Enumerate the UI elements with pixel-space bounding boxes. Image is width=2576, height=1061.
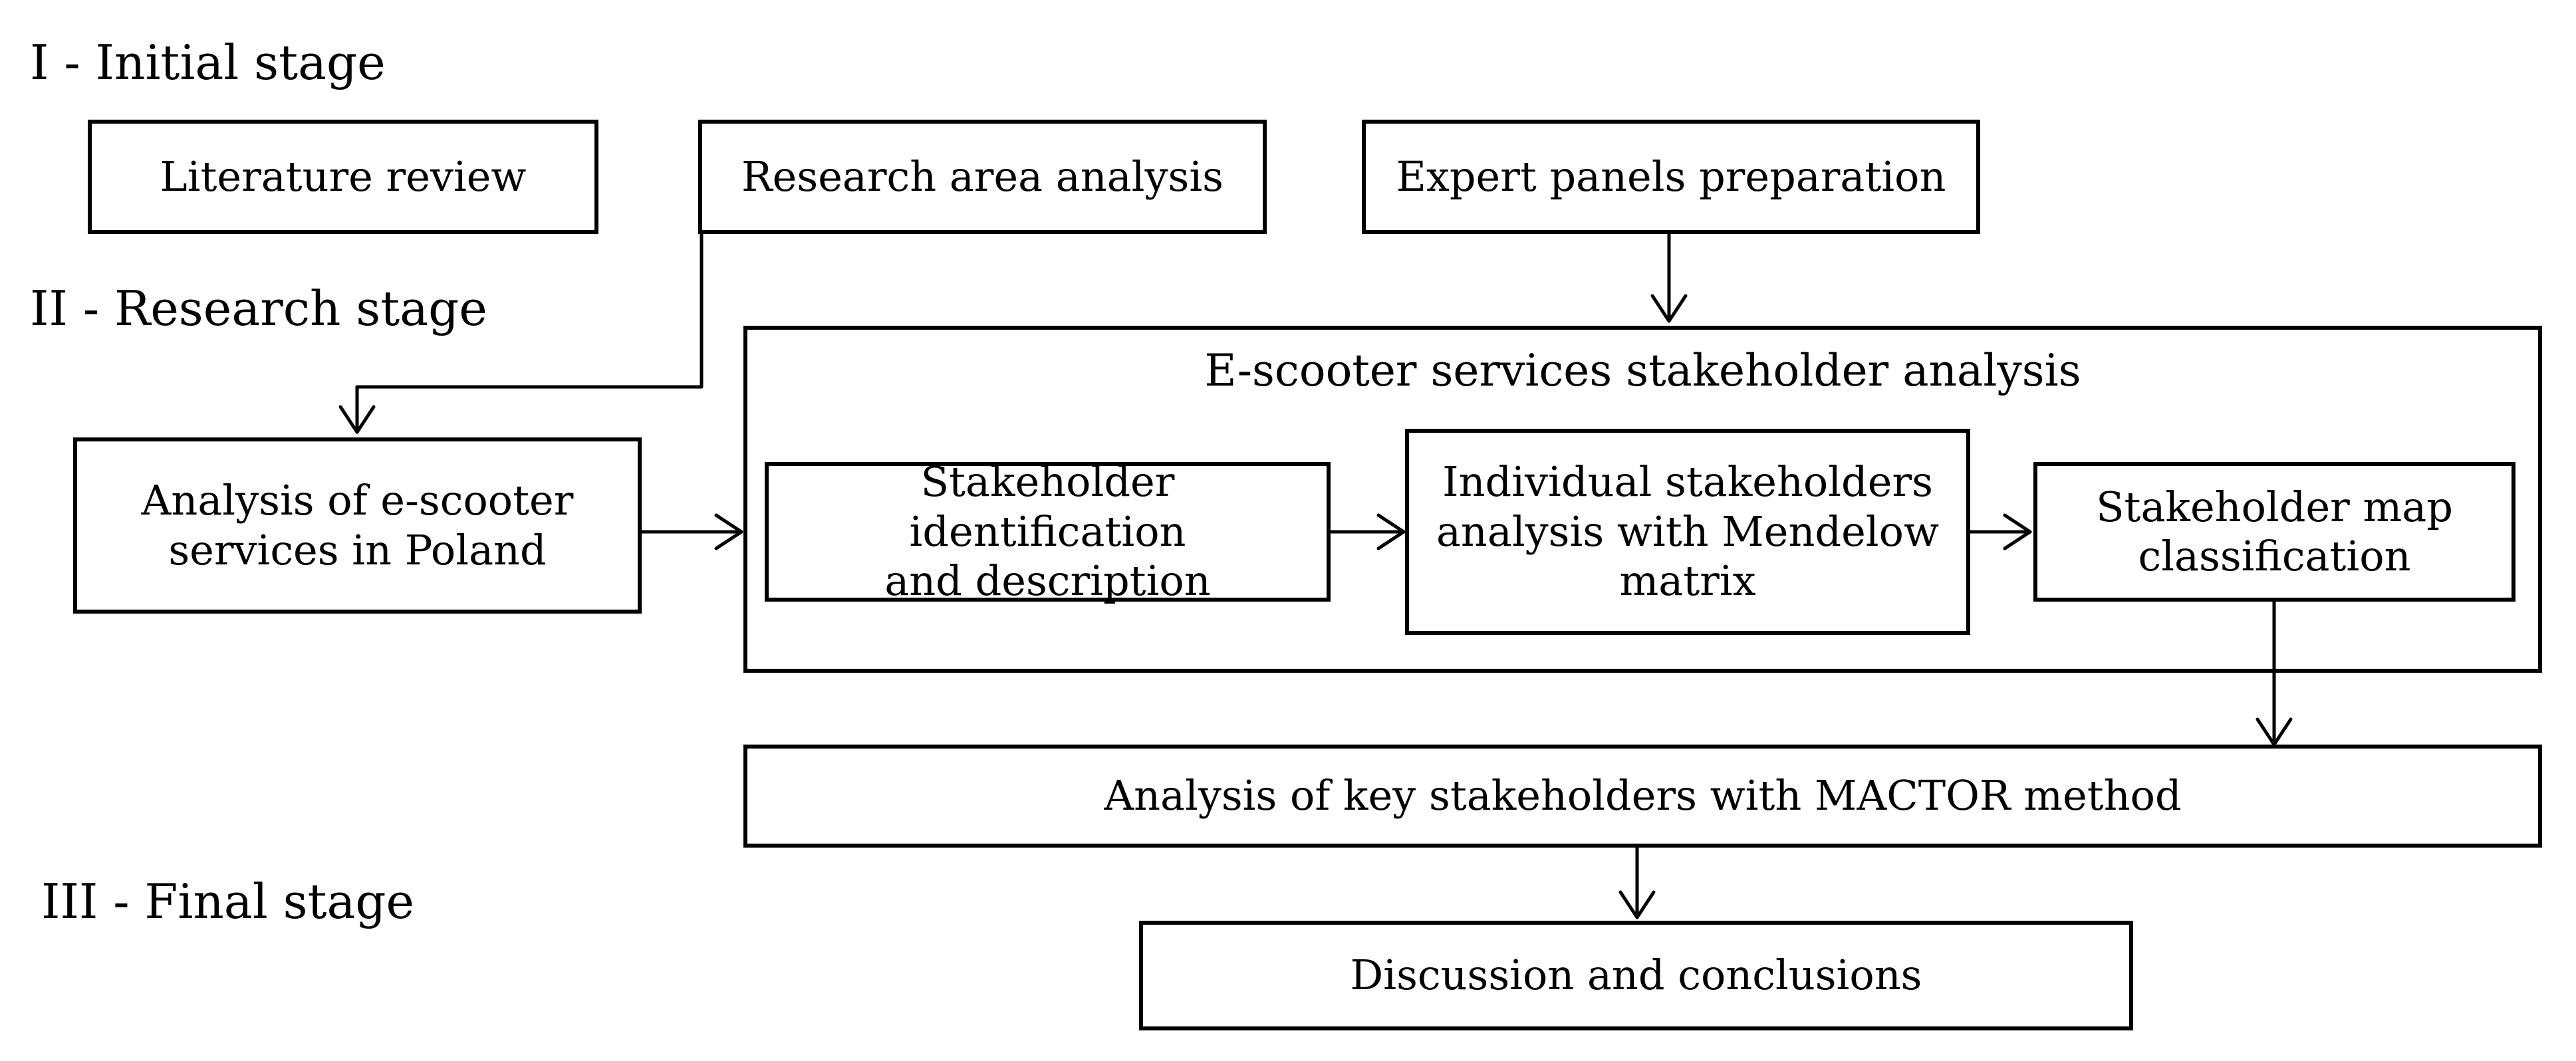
- stakeholder-map-label: Stakeholder map classification: [2096, 482, 2453, 580]
- arrowhead-individual-to-map: [2003, 513, 2032, 550]
- stage-label-initial: I - Initial stage: [30, 35, 386, 90]
- arrowhead-expert-panels-to-stakeholder-analysis: [1650, 294, 1688, 323]
- arrowhead-research-area-to-escooter-analysis: [338, 405, 376, 434]
- individual-stakeholders-box: Individual stakeholders analysis with Me…: [1405, 429, 1970, 635]
- stakeholder-map-box: Stakeholder map classification: [2033, 462, 2515, 602]
- stakeholder-identification-label: Stakeholder identification and descripti…: [884, 457, 1211, 606]
- expert-panels-preparation-label: Expert panels preparation: [1396, 152, 1946, 201]
- expert-panels-preparation-box: Expert panels preparation: [1362, 120, 1980, 234]
- stakeholder-analysis-container: E-scooter services stakeholder analysis: [743, 326, 2542, 673]
- stakeholder-identification-box: Stakeholder identification and descripti…: [765, 457, 1331, 605]
- arrowhead-escooter-analysis-to-stakeholder-analysis: [714, 513, 743, 550]
- stage-label-final: III - Final stage: [41, 874, 415, 929]
- individual-stakeholders-label: Individual stakeholders analysis with Me…: [1436, 457, 1940, 606]
- stage-label-research: II - Research stage: [30, 281, 487, 336]
- arrowhead-mactor-to-discussion: [1618, 890, 1656, 919]
- discussion-conclusions-box: Discussion and conclusions: [1139, 921, 2133, 1030]
- literature-review-box: Literature review: [88, 120, 598, 234]
- analysis-escooter-poland-label: Analysis of e-scooter services in Poland: [141, 476, 574, 574]
- mactor-analysis-box: Analysis of key stakeholders with MACTOR…: [743, 745, 2542, 848]
- literature-review-label: Literature review: [160, 152, 527, 201]
- mactor-analysis-label: Analysis of key stakeholders with MACTOR…: [1104, 771, 2182, 820]
- stakeholder-analysis-title: E-scooter services stakeholder analysis: [1204, 345, 2081, 396]
- arrow-research-area-to-escooter-analysis: [355, 232, 704, 434]
- research-area-analysis-box: Research area analysis: [698, 120, 1267, 234]
- research-area-analysis-label: Research area analysis: [741, 152, 1224, 201]
- discussion-conclusions-label: Discussion and conclusions: [1350, 951, 1922, 1000]
- arrowhead-identification-to-individual: [1376, 513, 1406, 550]
- analysis-escooter-poland-box: Analysis of e-scooter services in Poland: [73, 437, 642, 614]
